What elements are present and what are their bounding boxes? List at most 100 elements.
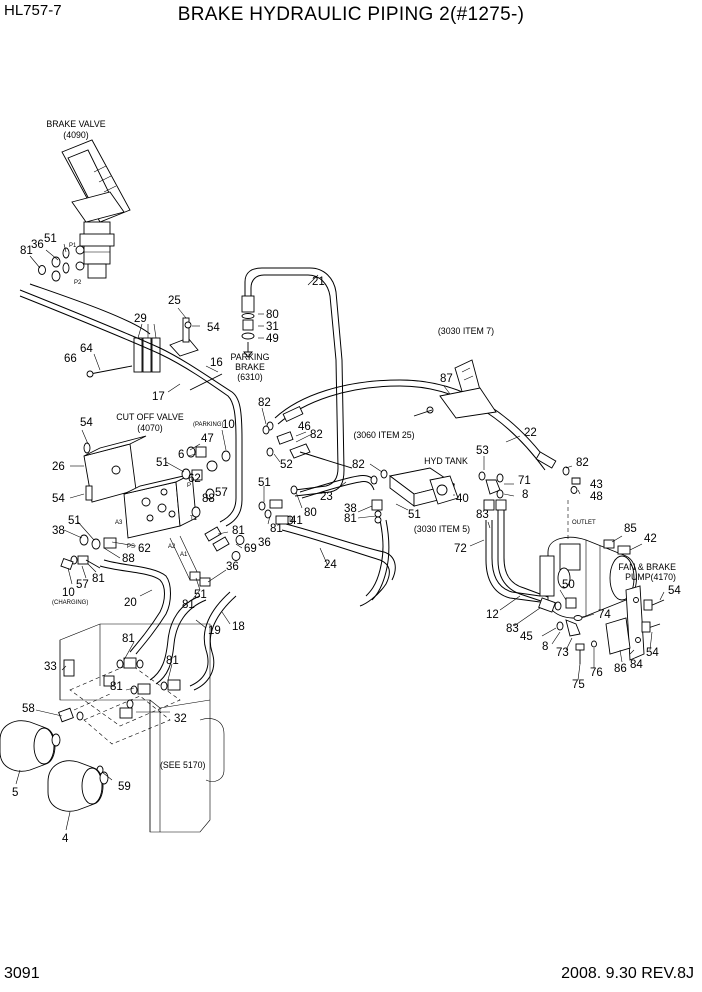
- callout: 31: [266, 321, 279, 333]
- cut-off-valve-label: CUT OFF VALVE: [116, 412, 184, 422]
- callout: 62: [188, 473, 201, 485]
- callout: 8: [522, 489, 528, 501]
- callout: 53: [476, 445, 489, 457]
- callout: 36: [31, 239, 44, 251]
- callout: 16: [210, 357, 223, 369]
- callout: 24: [324, 559, 337, 571]
- cut-off-valve-fittings: [181, 446, 245, 587]
- left-valve-fittings: [60, 534, 117, 571]
- callout: 54: [52, 493, 65, 505]
- page-number: 3091: [4, 965, 40, 982]
- callout: 54: [80, 417, 93, 429]
- callout: 45: [520, 631, 533, 643]
- callout: 58: [22, 703, 35, 715]
- hose-22: [274, 379, 551, 466]
- ref-3060-item25: (3060 ITEM 25): [353, 430, 414, 440]
- callout: 74: [598, 609, 611, 621]
- callout: 81: [232, 525, 245, 537]
- callout: 57: [215, 487, 228, 499]
- callout: 80: [304, 507, 317, 519]
- callout: 57: [76, 579, 89, 591]
- callout: 10: [222, 419, 235, 431]
- callout: 69: [244, 543, 257, 555]
- callout: 12: [486, 609, 499, 621]
- brake-valve-ref: (4090): [63, 130, 88, 140]
- parking-brake-fitting: [241, 295, 255, 358]
- parking-brake-label-3: (6310): [237, 372, 262, 382]
- callout: 20: [124, 597, 137, 609]
- callout: 52: [280, 459, 293, 471]
- port-p2-label: P2: [74, 280, 82, 286]
- pedal-bracket-87: [413, 359, 497, 419]
- callout: 33: [44, 661, 57, 673]
- callout: 84: [630, 659, 643, 671]
- callout: 54: [207, 322, 220, 334]
- callout: 81: [122, 633, 135, 645]
- callout: 38: [344, 503, 357, 515]
- callout: 88: [202, 493, 215, 505]
- callout: 29: [134, 313, 147, 325]
- callout: 51: [408, 509, 421, 521]
- callout: 42: [644, 533, 657, 545]
- callout: 51: [68, 515, 81, 527]
- brake-valve-label: BRAKE VALVE: [46, 119, 105, 129]
- pump-bracket: [605, 585, 665, 661]
- callout: 6: [178, 449, 184, 461]
- hose-12: [485, 520, 541, 603]
- frame-fittings: [58, 657, 181, 775]
- callout: 22: [524, 427, 537, 439]
- callout-numbers: 81 36 51 29 25 54 64 66 16 17 21 80 31 4…: [12, 233, 681, 845]
- callout: 54: [668, 585, 681, 597]
- callout: 81: [166, 655, 179, 667]
- callout: 21: [312, 276, 325, 288]
- callout: 26: [52, 461, 65, 473]
- parking-small-label: (PARKING): [193, 422, 224, 428]
- callout: 51: [156, 457, 169, 469]
- brake-valve-fittings: [38, 247, 70, 282]
- see-5170-label: (SEE 5170): [160, 760, 206, 770]
- callout: 80: [266, 309, 279, 321]
- callout: 40: [456, 493, 469, 505]
- callout: 81: [182, 599, 195, 611]
- callout: 49: [266, 333, 279, 345]
- callout: 87: [440, 373, 453, 385]
- hose-19: [149, 595, 201, 681]
- callout: 82: [258, 397, 271, 409]
- hyd-tank-label: HYD TANK: [424, 456, 468, 466]
- hose-18: [189, 591, 231, 687]
- port-a3-label: A3: [115, 520, 123, 526]
- date-revision: 2008. 9.30 REV.8J: [561, 965, 694, 982]
- callout: 88: [122, 553, 135, 565]
- hose-20: [99, 565, 165, 653]
- callout: 50: [562, 579, 575, 591]
- pump-label-2: PUMP(4170): [625, 572, 676, 582]
- callout: 38: [52, 525, 65, 537]
- ref-3030-item5: (3030 ITEM 5): [414, 524, 470, 534]
- callout: 86: [614, 663, 627, 675]
- parking-brake-label-2: BRAKE: [235, 362, 265, 372]
- pump-label-1: FAN & BRAKE: [618, 562, 676, 572]
- parking-brake-label-1: PARKING: [231, 352, 270, 362]
- callout: 23: [320, 491, 333, 503]
- callout: 17: [152, 391, 165, 403]
- callout: 72: [454, 543, 467, 555]
- callout: 83: [476, 509, 489, 521]
- callout: 81: [92, 573, 105, 585]
- hose-23: [299, 475, 377, 493]
- callout: 47: [201, 433, 214, 445]
- callout: 51: [258, 477, 271, 489]
- hose-16-17: [19, 289, 243, 527]
- callout: 82: [352, 459, 365, 471]
- callout: 76: [590, 667, 603, 679]
- callout: 75: [572, 679, 585, 691]
- callout: 36: [258, 537, 271, 549]
- right-fittings: [478, 471, 507, 511]
- port-p-label: P: [187, 483, 191, 489]
- callout: 81: [110, 681, 123, 693]
- leader-lines: [15, 243, 665, 831]
- hyd-tank-manifold: [370, 467, 459, 524]
- callout: 81: [344, 513, 357, 525]
- callout: 81: [270, 523, 283, 535]
- callout: 51: [194, 589, 207, 601]
